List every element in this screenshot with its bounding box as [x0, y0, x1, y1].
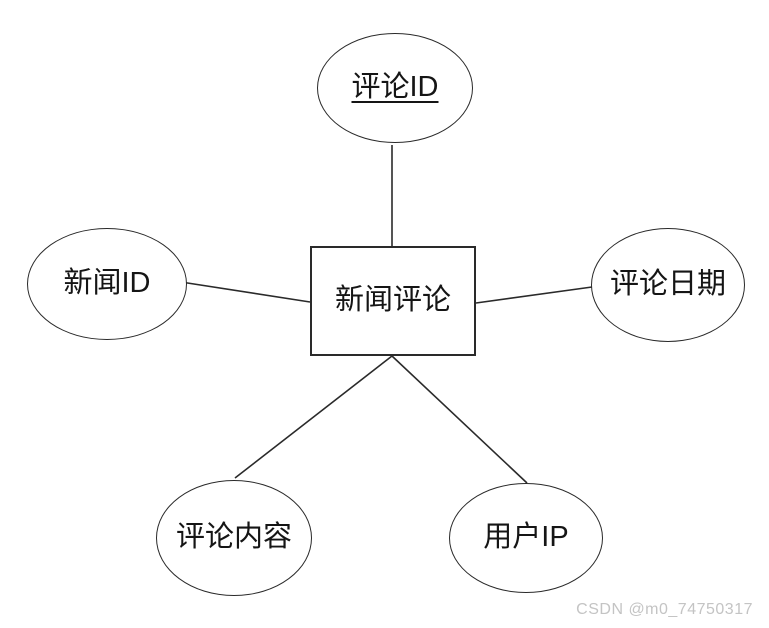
- attribute-news-id-label: 新闻ID: [63, 267, 151, 300]
- attribute-user-ip-label: 用户IP: [483, 521, 569, 554]
- entity-news-comment-label: 新闻评论: [334, 284, 451, 317]
- attribute-comment-id-ellipse: 评论ID: [317, 33, 473, 143]
- attribute-comment-date-label: 评论日期: [609, 268, 726, 301]
- attribute-news-id-ellipse: 新闻ID: [27, 228, 187, 340]
- attribute-comment-content-label: 评论内容: [175, 521, 292, 554]
- connector-comment-content-line: [234, 355, 393, 479]
- entity-news-comment-box: 新闻评论: [310, 246, 476, 356]
- connector-comment-date-line: [475, 286, 593, 304]
- watermark-text: CSDN @m0_74750317: [576, 601, 753, 618]
- connector-user-ip-line: [391, 355, 528, 484]
- connector-news-id-line: [180, 281, 311, 303]
- attribute-user-ip-ellipse: 用户IP: [449, 483, 603, 593]
- attribute-comment-date-ellipse: 评论日期: [591, 228, 745, 342]
- attribute-comment-id-label: 评论ID: [351, 71, 439, 104]
- attribute-comment-content-ellipse: 评论内容: [156, 480, 312, 596]
